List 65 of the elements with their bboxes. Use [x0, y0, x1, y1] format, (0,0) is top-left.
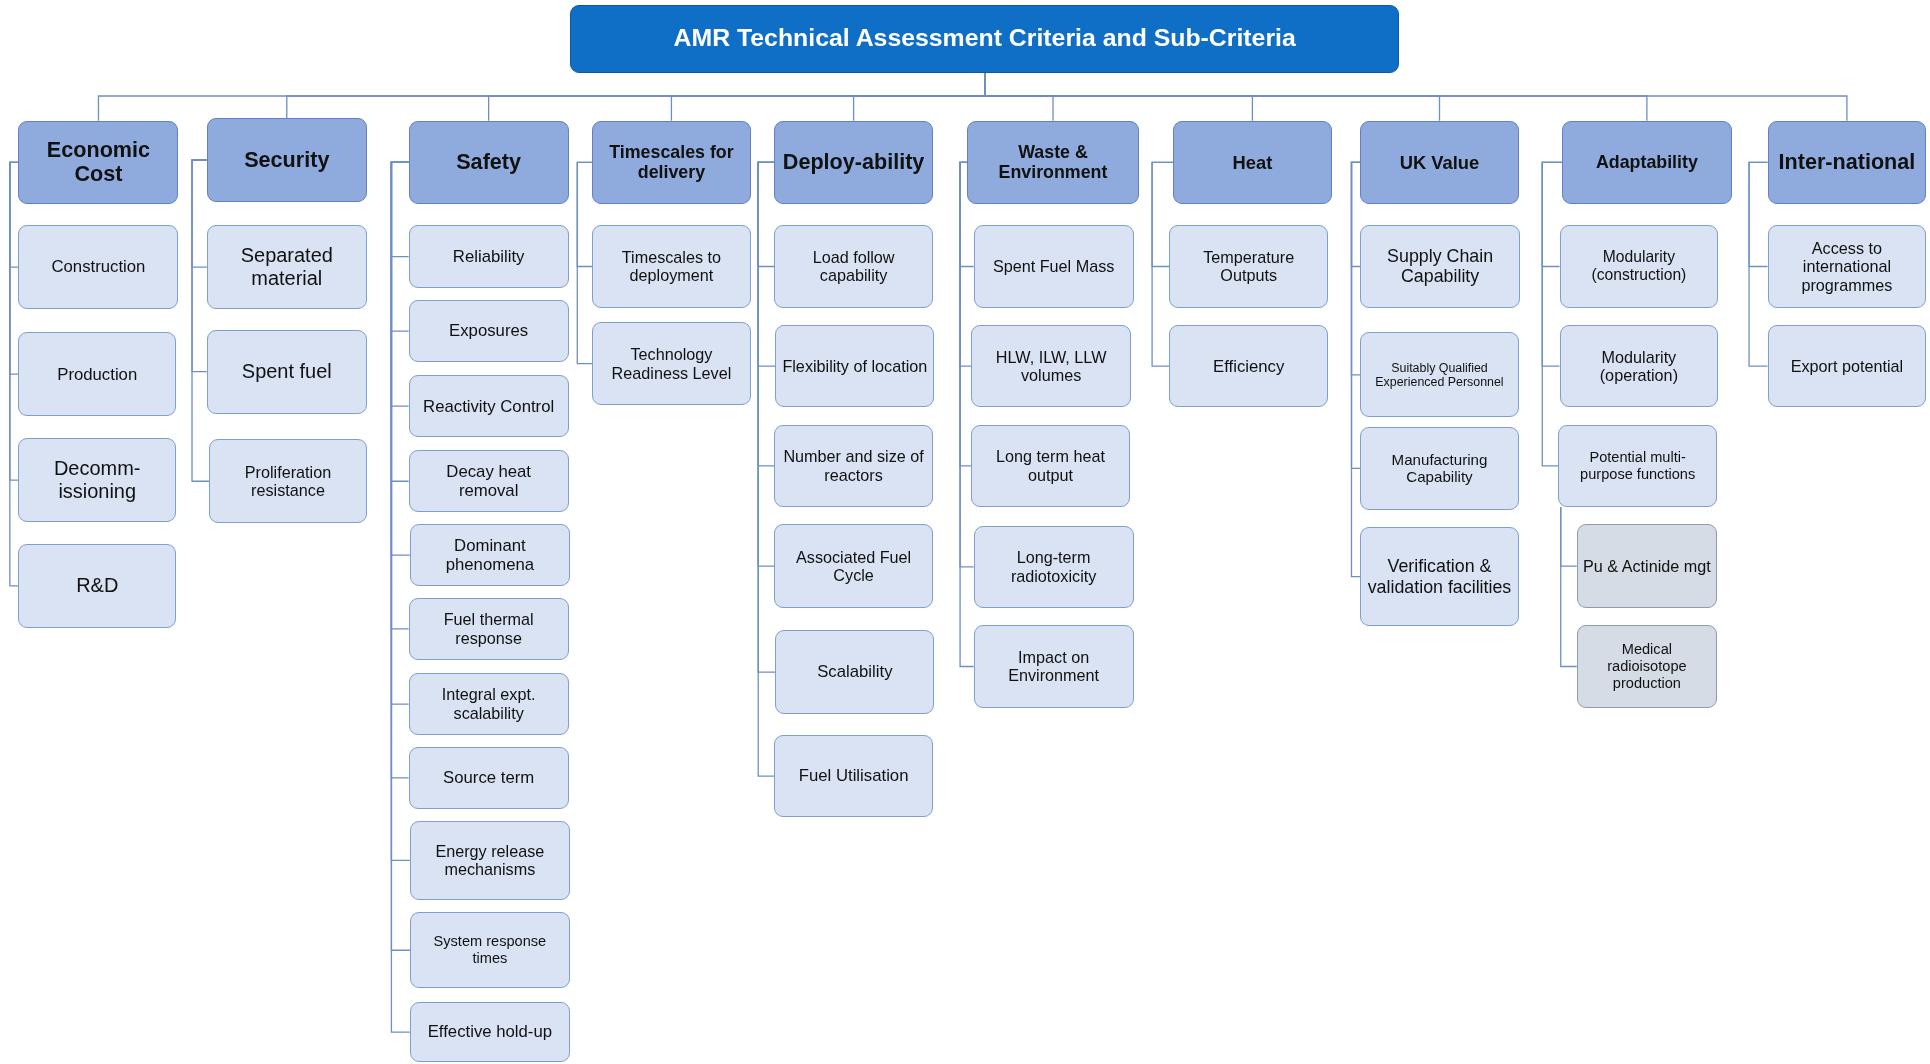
sub-criterion-box: Temperature Outputs	[1169, 225, 1329, 308]
sub-criterion-box: Number and size of reactors	[774, 424, 933, 508]
sub-criterion-box: Spent Fuel Mass	[973, 225, 1134, 308]
criterion-box: Waste & Environment	[967, 120, 1139, 205]
sub-criterion-box: Dominant phenomena	[409, 524, 570, 586]
sub-criterion-box: Fuel thermal response	[408, 598, 569, 660]
sub-criterion-box: Source term	[408, 747, 569, 809]
sub-criterion-box: Decomm-issioning	[18, 438, 176, 522]
sub-criterion-box: Flexibility of location	[775, 324, 935, 408]
sub-criterion-box: Verification & validation facilities	[1360, 526, 1519, 627]
connector-line	[1541, 161, 1563, 467]
criterion-box: Adaptability	[1561, 120, 1732, 205]
connector-line	[757, 161, 775, 777]
sub-criterion-box: Decay heat removal	[408, 450, 569, 512]
connector-line	[1151, 161, 1174, 367]
criterion-box: Deploy-ability	[774, 120, 933, 205]
sub-criterion-box: Fuel Utilisation	[774, 734, 933, 818]
connector-line	[9, 161, 20, 587]
sub-criterion-box: Construction	[18, 225, 179, 309]
connector-line	[576, 161, 593, 365]
sub-criterion-box: Supply Chain Capability	[1360, 225, 1521, 308]
sub-criterion-box: Potential multi-purpose functions	[1558, 424, 1718, 508]
sub-criterion-box: Pu & Actinide mgt	[1576, 524, 1718, 609]
title-banner: AMR Technical Assessment Criteria and Sub-Criteria	[569, 4, 1400, 73]
sub-criterion-box: Long-term radiotoxicity	[973, 525, 1134, 609]
sub-criterion-box: Scalability	[775, 630, 935, 714]
criterion-box: Inter-national	[1767, 120, 1927, 205]
sub-criterion-box: Integral expt. scalability	[408, 673, 569, 735]
sub-criterion-box: Proliferation resistance	[209, 439, 367, 524]
connector-line	[959, 161, 975, 668]
sub-criterion-box: Production	[18, 332, 176, 416]
sub-criterion-box: Timescales to deployment	[592, 225, 751, 308]
connector-line	[1560, 506, 1578, 668]
sub-criterion-box: Modularity (operation)	[1559, 324, 1719, 408]
sub-criterion-box: Export potential	[1767, 324, 1927, 408]
sub-criterion-box: Effective hold-up	[409, 1001, 570, 1063]
sub-criterion-box: R&D	[18, 544, 176, 628]
criterion-box: Heat	[1173, 120, 1332, 205]
sub-criterion-box: Energy release mechanisms	[409, 821, 570, 900]
criterion-box: Safety	[408, 120, 569, 205]
sub-criterion-box: Medical radioisotope production	[1576, 625, 1718, 708]
sub-criterion-box: System response times	[409, 912, 570, 989]
sub-criterion-box: Long term heat output	[971, 424, 1130, 508]
connector-line	[1350, 161, 1361, 578]
sub-criterion-box: Spent fuel	[206, 329, 367, 414]
sub-criterion-box: Manufacturing Capability	[1360, 427, 1519, 510]
sub-criterion-box: Modularity (construction)	[1559, 225, 1719, 308]
sub-criterion-box: Separated material	[206, 225, 367, 309]
sub-criterion-box: Suitably Qualified Experienced Personnel	[1360, 332, 1519, 418]
sub-criterion-box: Load follow capability	[774, 225, 933, 308]
sub-criterion-box: Exposures	[408, 300, 569, 362]
criterion-box: UK Value	[1360, 120, 1519, 205]
criterion-box: Timescales for delivery	[592, 120, 751, 205]
sub-criterion-box: Efficiency	[1169, 324, 1329, 408]
sub-criterion-box: Technology Readiness Level	[592, 322, 751, 405]
sub-criterion-box: Reactivity Control	[408, 375, 569, 437]
sub-criterion-box: Impact on Environment	[973, 625, 1134, 708]
criterion-box: Economic Cost	[18, 120, 179, 205]
sub-criterion-box: Access to international programmes	[1767, 225, 1927, 308]
sub-criterion-box: HLW, ILW, LLW volumes	[971, 324, 1132, 408]
connector-line	[191, 159, 210, 482]
connector-line	[1748, 161, 1769, 367]
sub-criterion-box: Associated Fuel Cycle	[774, 524, 933, 609]
criterion-box: Security	[206, 118, 367, 202]
sub-criterion-box: Reliability	[408, 225, 569, 288]
